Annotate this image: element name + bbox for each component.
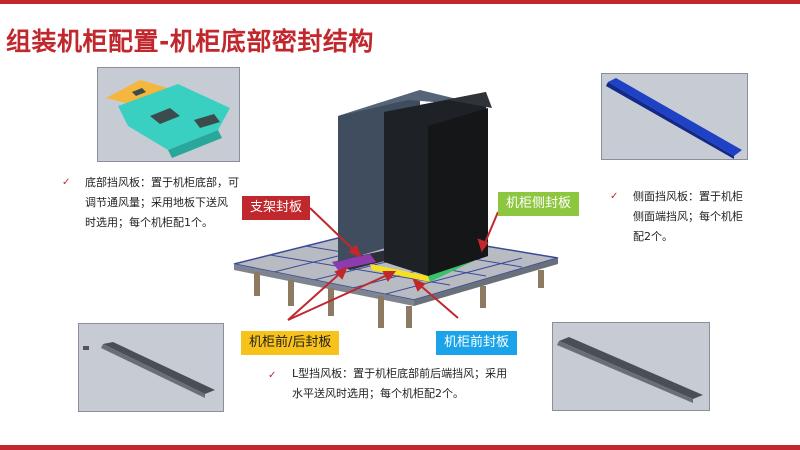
- bracket-seal-label: 支架封板: [242, 196, 310, 220]
- bottom-panel-note: 底部挡风板：置于机柜底部，可 调节通风量；采用地板下送风 时选用；每个机柜配1个…: [85, 173, 250, 233]
- note-line: 侧面挡风板：置于机柜: [633, 187, 773, 207]
- page-title: 组装机柜配置-机柜底部密封结构: [6, 22, 374, 58]
- note-line: L型挡风板：置于机柜底部前后端挡风；采用: [292, 364, 532, 384]
- l-panel-photo-right: [552, 322, 710, 411]
- note-line: 侧面端挡风；每个机柜: [633, 207, 773, 227]
- bottom-panel-photo: [97, 67, 240, 162]
- l-panel-note: L型挡风板：置于机柜底部前后端挡风；采用 水平送风时选用；每个机柜配2个。: [292, 364, 532, 404]
- side-panel-photo: [601, 73, 748, 160]
- top-accent-bar: [0, 0, 800, 4]
- front-back-seal-label: 机柜前/后封板: [241, 331, 339, 355]
- note-line: 水平送风时选用；每个机柜配2个。: [292, 384, 532, 404]
- l-panel-photo-left: [78, 323, 224, 412]
- side-seal-label: 机柜侧封板: [498, 192, 579, 216]
- side-panel-note: 侧面挡风板：置于机柜 侧面端挡风；每个机柜 配2个。: [633, 187, 773, 247]
- bottom-accent-bar: [0, 445, 800, 450]
- note-line: 调节通风量；采用地板下送风: [85, 193, 250, 213]
- front-seal-label: 机柜前封板: [436, 331, 517, 355]
- note-line: 底部挡风板：置于机柜底部，可: [85, 173, 250, 193]
- checkmark-icon: ✓: [610, 191, 618, 202]
- note-line: 配2个。: [633, 227, 773, 247]
- note-line: 时选用；每个机柜配1个。: [85, 213, 250, 233]
- checkmark-icon: ✓: [268, 370, 276, 381]
- checkmark-icon: ✓: [62, 177, 70, 188]
